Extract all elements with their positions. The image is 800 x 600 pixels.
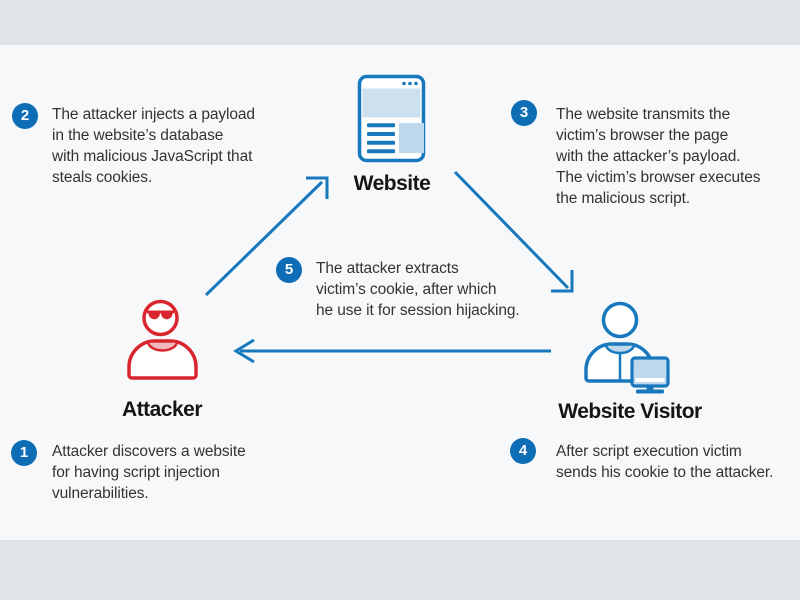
- website-label: Website: [353, 172, 431, 195]
- step-4-text: After script execution victim sends his …: [556, 443, 774, 481]
- monitor-icon: [630, 356, 670, 394]
- step-5-badge: 5: [276, 257, 302, 283]
- step-1-badge: 1: [11, 440, 37, 466]
- step-3-text: The website transmits the victim’s brows…: [556, 106, 761, 207]
- attacker-sunglasses: [147, 310, 174, 314]
- step-2-badge: 2: [12, 103, 38, 129]
- step-5-text: The attacker extracts victim’s cookie, a…: [316, 260, 520, 319]
- visitor-head: [601, 301, 639, 339]
- attacker-collar: [146, 340, 179, 352]
- step-3-badge: 3: [511, 100, 537, 126]
- website-icon: [357, 74, 426, 163]
- visitor-collar: [604, 343, 636, 355]
- step-4-badge: 4: [510, 438, 536, 464]
- website-visitor-icon: [584, 301, 670, 394]
- attacker-head: [142, 299, 179, 337]
- attacker-icon: [127, 299, 198, 380]
- website-visitor-label: Website Visitor: [558, 400, 702, 423]
- step-1-text: Attacker discovers a website for having …: [52, 443, 246, 502]
- step-2-text: The attacker injects a payload in the we…: [52, 106, 255, 186]
- attacker-label: Attacker: [121, 398, 203, 421]
